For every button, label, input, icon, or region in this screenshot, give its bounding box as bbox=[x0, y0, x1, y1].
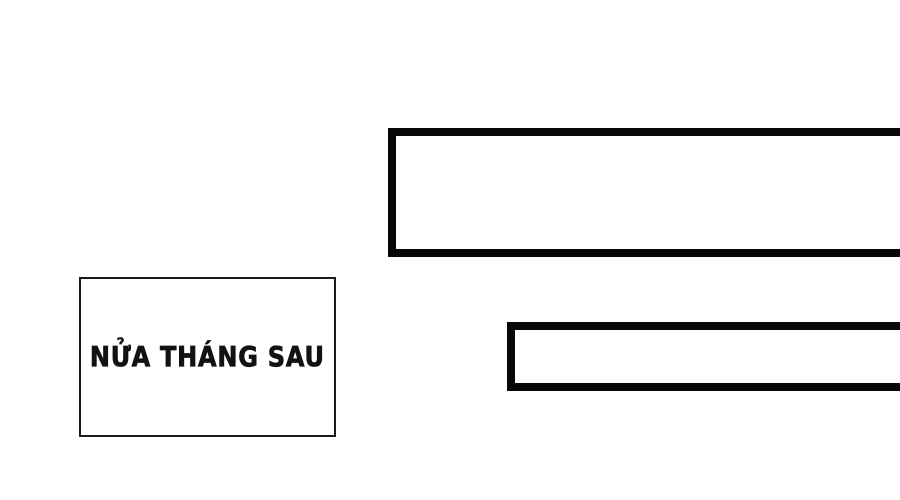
speech-balloon-top bbox=[388, 128, 900, 257]
caption-text: NỬA THÁNG SAU bbox=[90, 340, 325, 373]
caption-box: NỬA THÁNG SAU bbox=[79, 277, 336, 437]
speech-balloon-bottom bbox=[507, 322, 900, 391]
